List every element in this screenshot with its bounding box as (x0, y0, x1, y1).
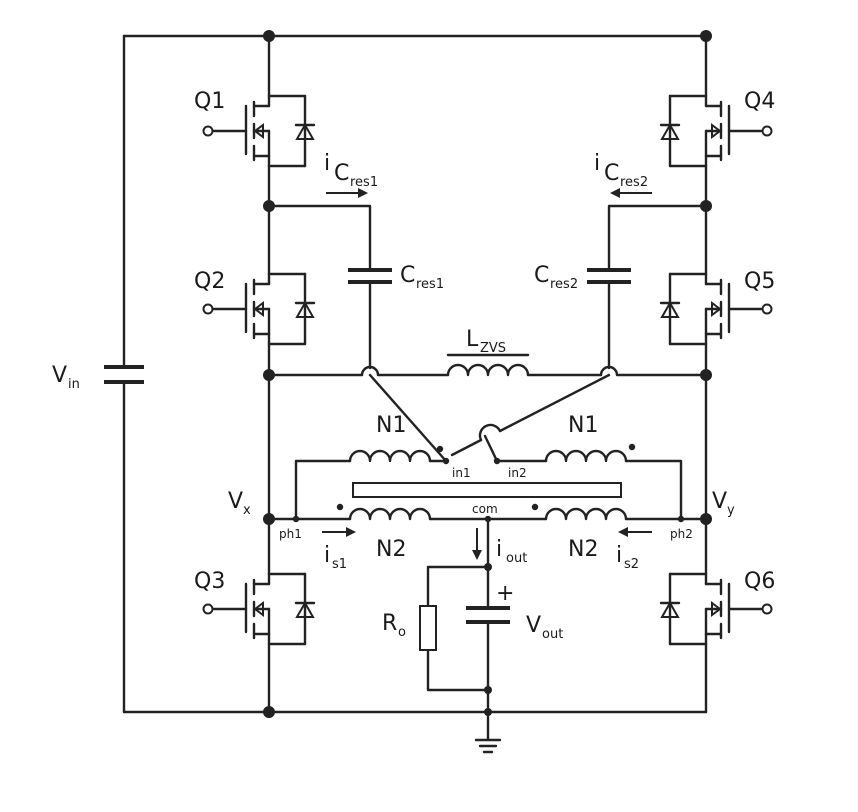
label-ph2: ph2 (670, 527, 693, 541)
svg-text:V: V (228, 489, 243, 514)
svg-text:C: C (334, 161, 349, 186)
svg-text:o: o (398, 625, 406, 640)
svg-text:V: V (712, 489, 727, 514)
cres2-label: C res2 (534, 263, 578, 292)
svg-text:L: L (466, 327, 479, 352)
junction-dots (263, 30, 712, 718)
mosfet-q6 (659, 572, 773, 646)
is2-arrow (618, 527, 652, 537)
svg-text:i: i (616, 543, 622, 568)
cres1-branch (267, 204, 392, 370)
label-q5: Q5 (744, 269, 775, 294)
ro-label: R o (382, 611, 406, 640)
icres1-label: i C res1 (324, 151, 378, 190)
mosfet-q2 (202, 272, 316, 346)
cres2-branch (587, 204, 708, 370)
svg-text:s1: s1 (332, 557, 347, 572)
svg-text:x: x (243, 503, 251, 518)
iout-arrow (472, 528, 482, 560)
svg-text:i: i (324, 543, 330, 568)
label-n1-right: N1 (568, 413, 598, 438)
ground-icon (474, 738, 502, 754)
crossing-wires (368, 373, 611, 463)
label-n1-left: N1 (376, 413, 406, 438)
label-n2-left: N2 (376, 537, 406, 562)
vy-label: V y (712, 489, 735, 518)
label-in1: in1 (452, 466, 471, 480)
iout-label: i out (496, 537, 527, 566)
winding-n2-right (531, 503, 708, 521)
svg-text:out: out (542, 627, 563, 642)
icres2-label: i C res2 (594, 151, 648, 190)
mosfet-q3 (202, 572, 316, 646)
output-capacitor (466, 606, 510, 624)
main-wiring (122, 34, 708, 714)
label-q1: Q1 (194, 89, 225, 114)
label-q4: Q4 (744, 89, 775, 114)
svg-text:res1: res1 (416, 277, 444, 292)
mosfet-q5 (659, 272, 773, 346)
label-com: com (472, 502, 498, 516)
vin-label-main: V (52, 363, 67, 388)
label-ph1: ph1 (279, 527, 302, 541)
vx-label: V x (228, 489, 251, 518)
vin-capacitor (104, 365, 144, 384)
svg-text:y: y (727, 503, 735, 518)
vout-label: V out (526, 613, 563, 642)
svg-text:R: R (382, 611, 397, 636)
svg-text:i: i (496, 537, 502, 562)
icres1-arrow (326, 188, 368, 198)
vout-plus-sign: + (496, 581, 514, 606)
label-n2-right: N2 (568, 537, 598, 562)
label-q2: Q2 (194, 269, 225, 294)
is1-label: i s1 (324, 543, 347, 572)
svg-text:C: C (400, 263, 415, 288)
mosfet-q4 (659, 94, 773, 168)
label-q6: Q6 (744, 569, 775, 594)
mosfet-q1 (202, 94, 316, 168)
svg-text:C: C (534, 263, 549, 288)
is2-label: i s2 (616, 543, 639, 572)
svg-text:ZVS: ZVS (480, 341, 506, 356)
is1-arrow (322, 527, 356, 537)
label-q3: Q3 (194, 569, 225, 594)
winding-n2-left (267, 503, 548, 521)
cres1-label: C res1 (400, 263, 444, 292)
output-wiring (426, 517, 490, 742)
transformer-core (352, 482, 622, 498)
svg-text:res1: res1 (350, 175, 378, 190)
svg-text:res2: res2 (550, 277, 578, 292)
lzvs-rail (267, 353, 708, 377)
lzvs-label: L ZVS (466, 327, 506, 356)
winding-n1-right (495, 443, 683, 521)
winding-n1-left (294, 445, 448, 521)
vin-label-sub: in (68, 377, 80, 392)
svg-text:s2: s2 (624, 557, 639, 572)
vin-label: V in (52, 363, 80, 392)
svg-text:i: i (594, 151, 600, 176)
load-resistor (419, 605, 437, 651)
svg-text:res2: res2 (620, 175, 648, 190)
svg-text:out: out (506, 551, 527, 566)
icres2-arrow (610, 188, 652, 198)
svg-text:V: V (526, 613, 541, 638)
svg-text:C: C (604, 161, 619, 186)
label-in2: in2 (508, 466, 527, 480)
svg-text:i: i (324, 151, 330, 176)
